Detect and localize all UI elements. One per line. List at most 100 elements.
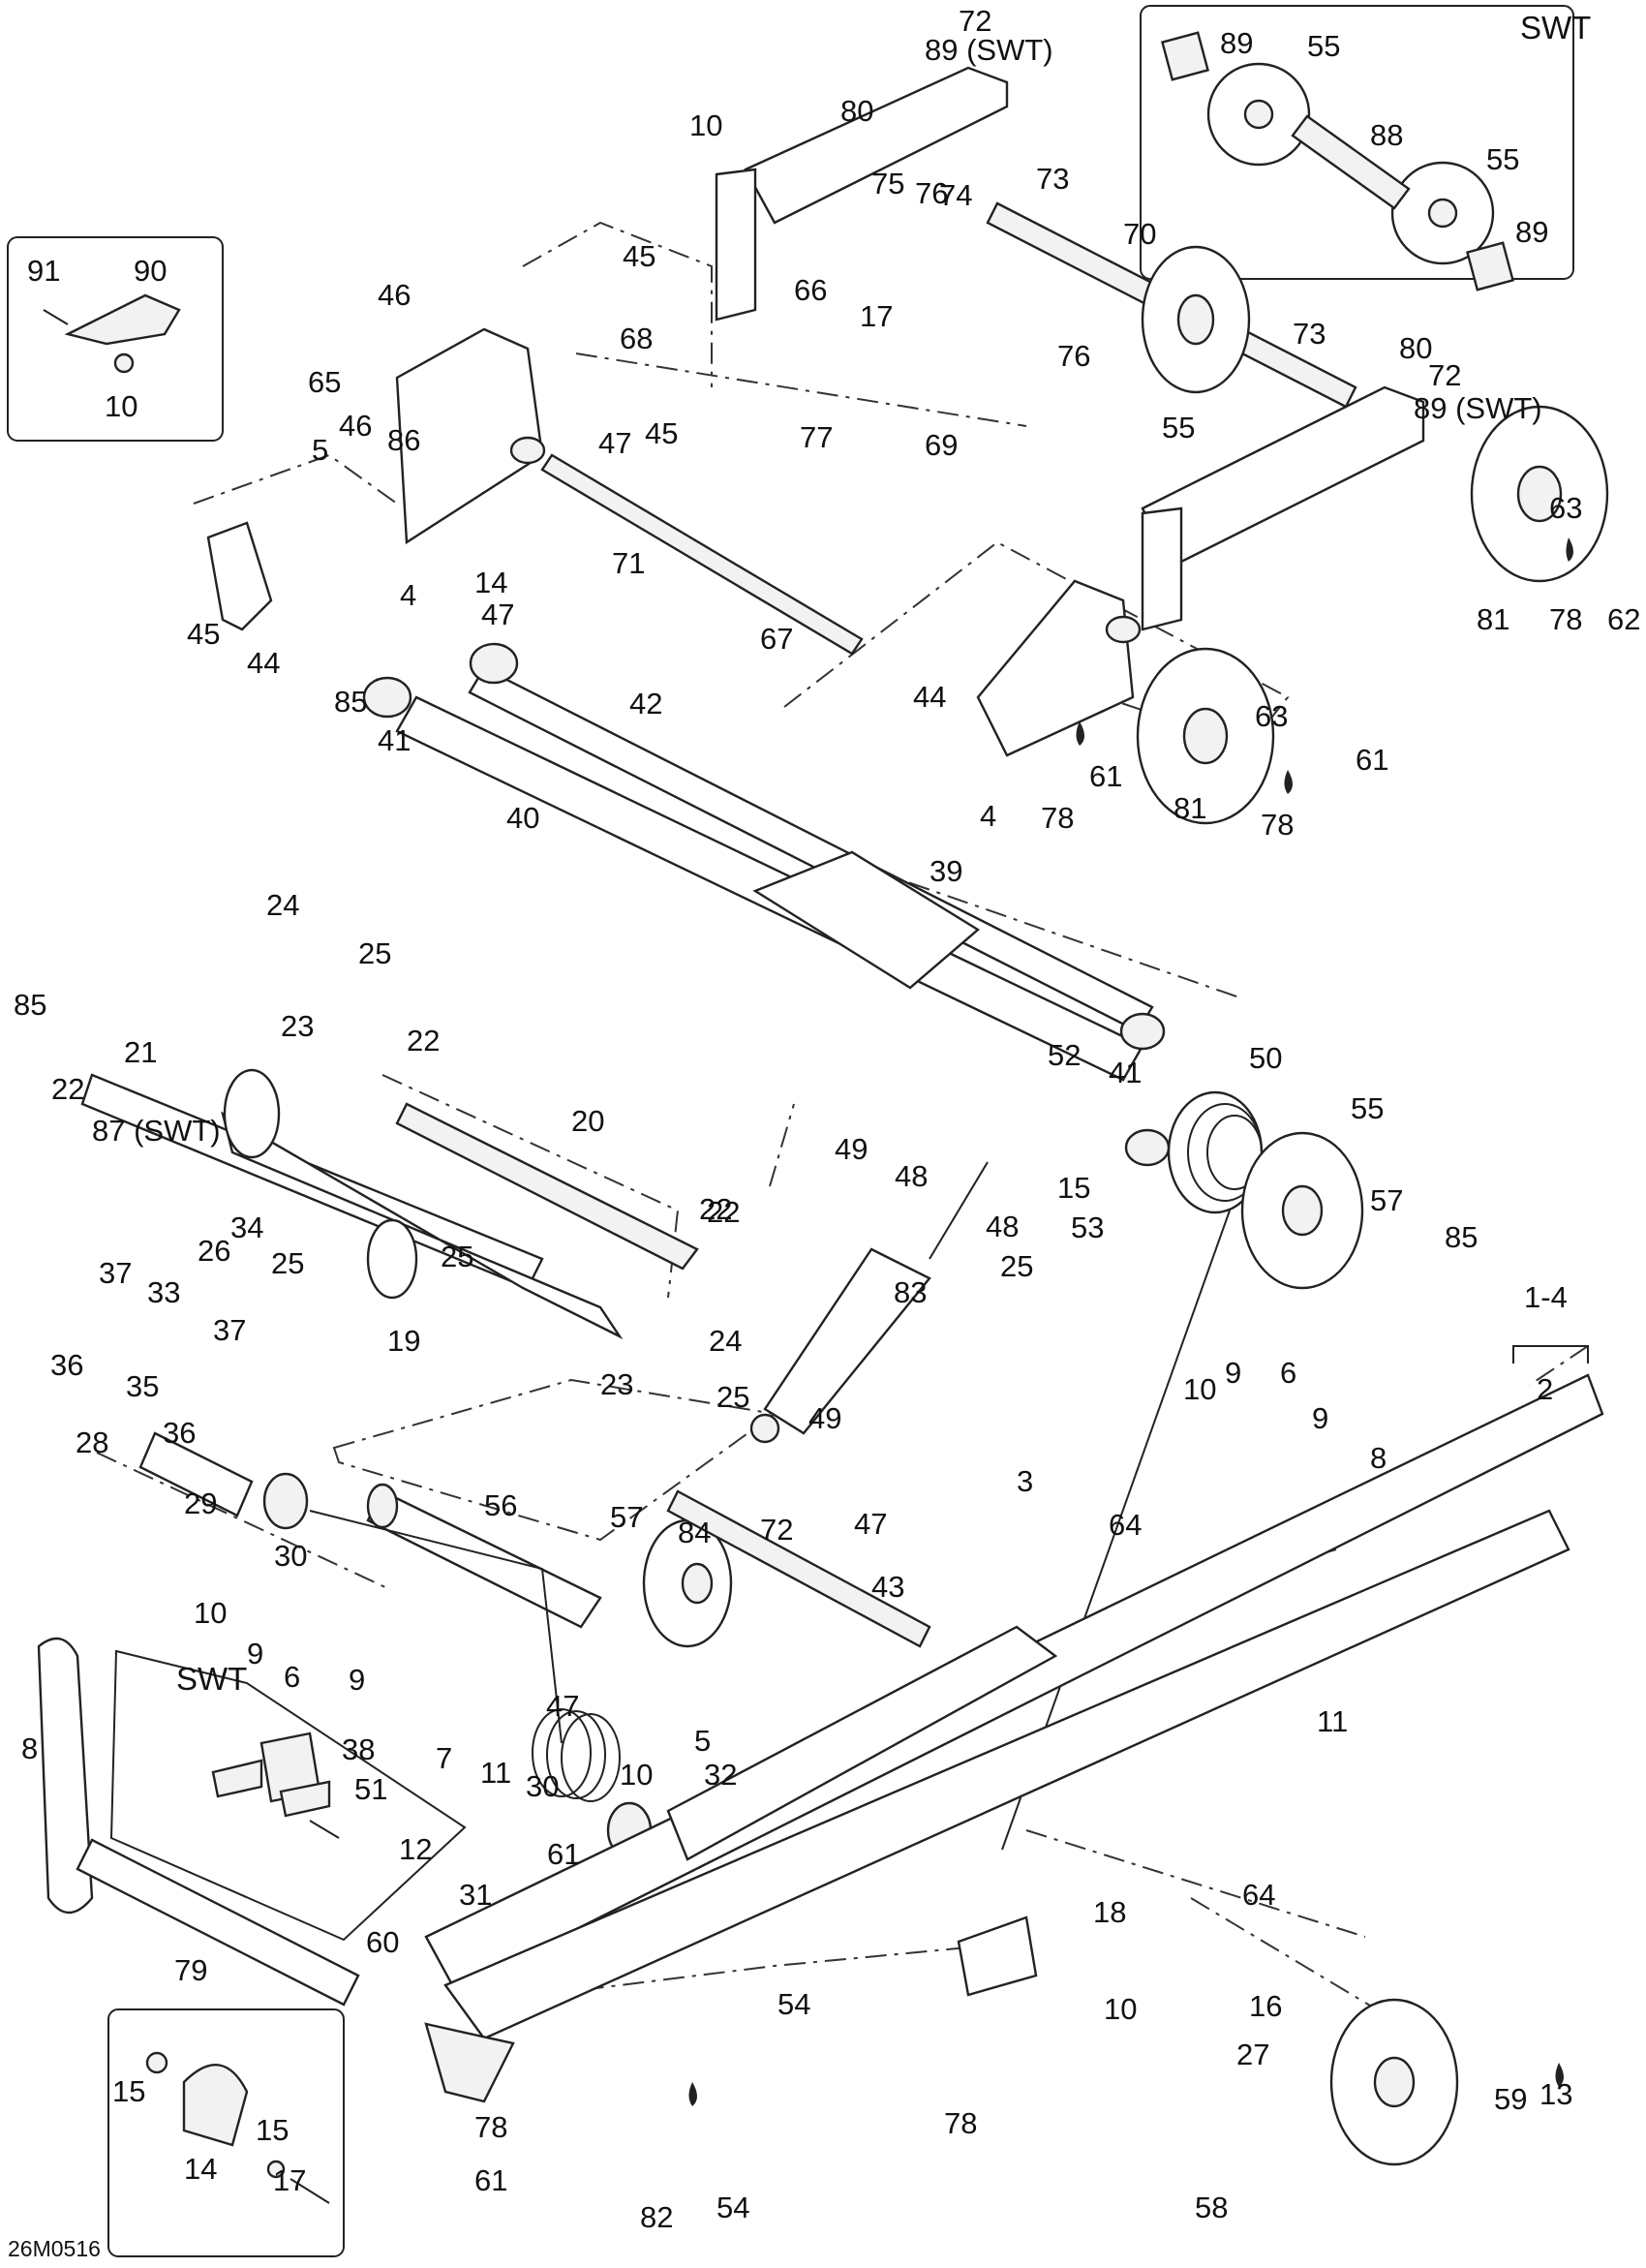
part-callout: 45 (187, 617, 220, 651)
part-callout: 46 (339, 409, 372, 443)
part-callout: 5 (694, 1724, 711, 1758)
front-arm-39-40-42 (395, 666, 1154, 1082)
part-callout: 57 (610, 1500, 643, 1534)
part-callout: 25 (358, 936, 391, 970)
part-callout: 9 (1225, 1356, 1241, 1390)
part-callout: 51 (354, 1772, 387, 1806)
part-callout: 64 (1242, 1878, 1275, 1912)
inset-swt-top-right (1140, 5, 1574, 291)
part-callout: 10 (1104, 1992, 1137, 2026)
part-callout: 22 (51, 1072, 84, 1106)
part-callout: 21 (124, 1035, 157, 1069)
part-callout: 26 (198, 1234, 230, 1268)
part-callout: 86 (387, 423, 420, 457)
part-callout: 69 (925, 428, 958, 462)
part-callout: 85 (1445, 1220, 1478, 1254)
part-callout: 76 (915, 176, 948, 210)
bracket-27 (957, 1916, 1038, 1997)
stopper-strap-32 (37, 1637, 94, 1915)
spring-50 (1001, 1090, 1264, 1851)
part-callout: 28 (76, 1425, 108, 1459)
part-callout: 54 (777, 1987, 810, 2021)
part-callout: 34 (230, 1211, 263, 1244)
part-callout: 85 (14, 988, 46, 1022)
inset-swt-lower-left (109, 1649, 467, 1942)
part-callout: 61 (474, 2163, 507, 2197)
part-callout: 50 (1249, 1041, 1282, 1075)
part-callout: 46 (378, 278, 411, 312)
idler-wheel-84 (642, 1518, 733, 1648)
part-callout: 63 (1255, 699, 1288, 733)
part-callout: 7 (436, 1741, 452, 1775)
part-callout: 61 (547, 1837, 580, 1871)
part-callout: 58 (1195, 2191, 1228, 2224)
part-callout: 52 (1048, 1038, 1081, 1072)
shaft-67 (540, 453, 864, 656)
part-callout: 12 (399, 1832, 432, 1866)
part-callout: 16 (1249, 1989, 1282, 2023)
part-callout: 61 (1089, 759, 1122, 793)
part-callout: 80 (840, 94, 873, 128)
spacer-31 (76, 1838, 360, 2007)
part-callout: 35 (126, 1369, 159, 1403)
part-callout: 37 (99, 1256, 132, 1290)
part-callout: 72 (760, 1513, 793, 1547)
part-callout: 56 (484, 1488, 517, 1522)
inset-callout: 55 (1307, 29, 1340, 63)
support-bracket-4-upper (395, 327, 546, 545)
part-callout: 74 (939, 178, 972, 212)
part-callout: 4 (980, 799, 996, 833)
part-callout: 72 (1428, 358, 1461, 392)
inset-swt-title: SWT (1520, 10, 1591, 46)
part-callout: 1-4 (1524, 1280, 1568, 1314)
part-callout: 89 (SWT) (1414, 391, 1542, 425)
torsion-spring-38 (309, 1510, 621, 1802)
part-callout: 17 (860, 299, 893, 333)
part-callout: 27 (1236, 2038, 1269, 2071)
rear-axle-70 (986, 201, 1357, 409)
part-callout: 31 (459, 1878, 492, 1912)
idler-wheel-81-lower (1136, 647, 1275, 825)
part-callout: 11 (480, 1756, 511, 1790)
part-callout: 25 (271, 1246, 304, 1280)
shaft-43 (666, 1489, 931, 1648)
part-callout: 87 (SWT) (92, 1114, 221, 1148)
part-callout: 9 (1312, 1401, 1328, 1435)
part-callout: 55 (1351, 1091, 1384, 1125)
part-callout: 48 (986, 1210, 1019, 1243)
part-callout: 47 (546, 1689, 579, 1723)
support-bracket-4-lower (976, 579, 1142, 757)
part-callout: 78 (474, 2110, 507, 2144)
front-shaft-56 (366, 1483, 602, 1629)
bracket-44 (206, 521, 273, 631)
part-callout: 54 (716, 2191, 749, 2224)
part-callout: 9 (247, 1637, 263, 1670)
part-callout: 15 (256, 2113, 289, 2147)
part-callout: 32 (704, 1758, 737, 1792)
part-callout: 49 (808, 1401, 841, 1435)
part-callout: 25 (441, 1240, 473, 1273)
part-callout: 24 (709, 1324, 742, 1358)
part-callout: 13 (1539, 2077, 1572, 2111)
inset-swt-title-lower: SWT (176, 1661, 247, 1697)
part-callout: 72 (959, 4, 991, 38)
group-bracket-1-4 (1512, 1345, 1589, 1364)
part-callout: 42 (629, 687, 662, 720)
part-callout: 53 (1071, 1211, 1104, 1244)
drawing-code: 26M0516 (8, 2236, 101, 2261)
inset-callout: 10 (105, 389, 137, 423)
part-callout: 78 (1261, 808, 1294, 842)
part-callout: 40 (506, 801, 539, 835)
part-callout: 25 (1000, 1249, 1033, 1283)
idler-wheel-55-mid (1240, 1131, 1364, 1290)
front-bracket-3 (666, 1625, 1058, 1861)
part-callout: 63 (1549, 491, 1582, 525)
inset-callout: 88 (1370, 118, 1403, 152)
part-callout: 82 (640, 2200, 673, 2234)
part-callout: 43 (871, 1570, 904, 1604)
part-callout: 57 (1370, 1183, 1403, 1217)
part-callout: 73 (1293, 317, 1326, 351)
upper-rear-arm-80 (715, 66, 1425, 631)
part-callout: 23 (600, 1367, 633, 1401)
part-callout: 10 (1183, 1372, 1216, 1406)
